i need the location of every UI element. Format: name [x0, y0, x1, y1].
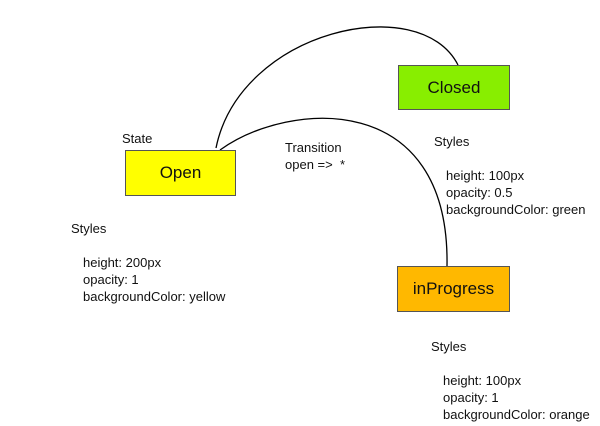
styles-inprogress-height: height: 100px: [443, 373, 522, 388]
styles-open-opacity: opacity: 1: [83, 272, 139, 287]
styles-closed-heading: Styles: [434, 134, 470, 149]
styles-open: Styles height: 200px opacity: 1 backgrou…: [71, 220, 225, 305]
styles-open-background: backgroundColor: yellow: [83, 289, 226, 304]
edge-open-to-inprogress: [219, 117, 448, 267]
state-node-closed[interactable]: Closed: [398, 65, 510, 110]
transition-rule: open => *: [285, 157, 345, 172]
styles-closed-background: backgroundColor: green: [446, 202, 586, 217]
styles-closed-opacity: opacity: 0.5: [446, 185, 513, 200]
styles-closed-height: height: 100px: [446, 168, 525, 183]
transition-title: Transition: [285, 140, 342, 155]
styles-open-height: height: 200px: [83, 255, 162, 270]
styles-closed: Styles height: 100px opacity: 0.5 backgr…: [434, 133, 585, 218]
styles-inprogress-heading: Styles: [431, 339, 467, 354]
state-node-open-label: Open: [159, 163, 202, 182]
state-node-closed-label: Closed: [427, 77, 481, 97]
state-caption: State: [122, 131, 153, 146]
styles-open-heading: Styles: [71, 221, 107, 236]
state-node-inprogress-label: inProgress: [412, 279, 495, 298]
state-node-inprogress[interactable]: inProgress: [397, 266, 510, 312]
styles-inprogress-opacity: opacity: 1: [443, 390, 499, 405]
state-node-open[interactable]: Open: [125, 150, 236, 196]
edge-open-to-closed: [215, 26, 459, 149]
styles-inprogress-background: backgroundColor: orange: [443, 407, 590, 422]
styles-inprogress: Styles height: 100px opacity: 1 backgrou…: [431, 338, 590, 423]
